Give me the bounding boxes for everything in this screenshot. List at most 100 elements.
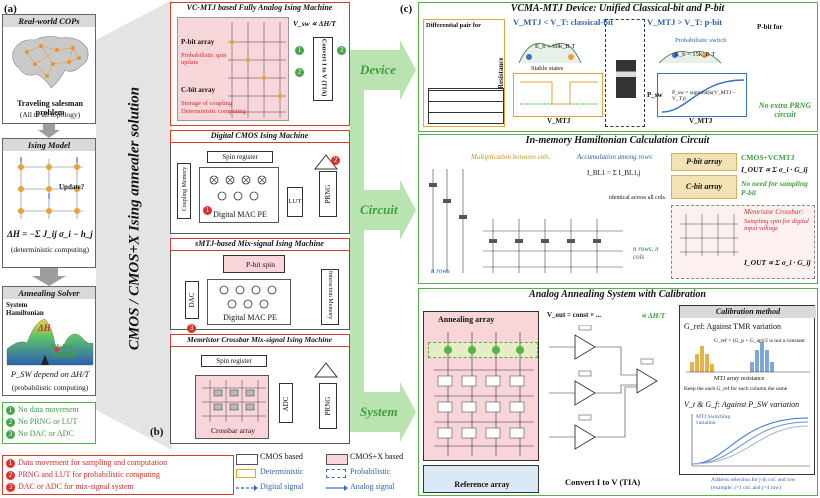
crossbar-label: Crossbar array [211,426,255,435]
pbit-spin-box: P-bit spin [223,255,285,273]
vmtj-label-2: V_MTJ [689,117,713,125]
coupling-memory: Coupling Memory [177,163,191,219]
resistance-plot [513,73,603,117]
sampling-spin-label: Sampling spin for digital input voltage [744,218,809,232]
tia-label: Convert I to V (TIA) [320,38,328,97]
vt-title: V_t & G_f: Against P_SW variation [684,400,800,409]
cbit-array-chip: C-bit array [671,175,737,199]
vcmtj-badge-3: 3 [337,41,349,59]
resistance-curve [520,81,598,105]
smtj-badge-3: 3 [187,319,199,337]
no-prng-label: No extra PRNG circuit [758,101,812,119]
ibl-formula: I_BL1 = Σ I_BL1,j [587,169,641,177]
world-map-icon [12,36,89,89]
classical-cond: V_MTJ < V_T: classical-bit [513,17,614,27]
real-world-cops-box: Real-world COPs Traveling salesman probl… [2,14,96,124]
tsp-sub: (All to all topology) [19,110,81,119]
calibration-box: Calibration method G_ref: Against TMR va… [679,305,816,475]
eb-low: E_b < 15k_B T [675,51,716,58]
smtj-mac-pe: Digital MAC PE [207,279,291,325]
pbit-row [428,342,538,358]
legend-prob-label: Probabilistic [350,467,391,476]
legend-cmos-swatch [236,454,258,465]
mult-cols-label: Multiplication between cols. [471,153,551,161]
legend-digital-arrow [236,485,258,491]
cmos-vcmtj-label: CMOS+VCMTJ [741,153,795,162]
digital-cmos-box: Digital CMOS Ising Machine Spin register… [170,130,350,234]
gref-note: G_ref = (G_p + G_ap)/2 is not a constant [714,338,805,344]
legend-prob-swatch [326,469,346,478]
keep-gref-label: Keep the each G_ref for each column the … [684,386,788,392]
gref-histogram [686,342,810,373]
pbit-array-chip-label: P-bit array [686,157,722,166]
circuit-box: In-memory Hamiltonian Calculation Circui… [418,134,818,284]
smtj-title-bar [170,238,350,251]
digital-mac-pe: Digital MAC PE [199,167,279,223]
ising-formula: ΔH = −Σ J_ij σ_i − h_j [7,229,93,239]
annealing-grid [434,332,534,456]
vcmtj-grid [228,22,286,118]
energy-landscape-icon [6,318,94,366]
cbit-array-label: C-bit array [181,86,216,94]
gref-title: G_ref: Against TMR variation [684,322,781,331]
circuit-title: In-memory Hamiltonian Calculation Circui… [525,135,710,146]
pbit-cond: V_MTJ > V_T: p-bit [647,17,723,27]
digital-badge-1: 1 [203,201,215,219]
panel-c-label: (c) [400,3,413,15]
device-box: VCMA-MTJ Device: Unified Classical-bit a… [418,2,818,132]
no-need-label: No need for sampling P-bit [741,179,808,197]
memristor-title-bar [170,334,350,347]
iout-formula-2: I_OUT ∝ Σ σ_i · G_ij [744,258,811,267]
iout-formula: I_OUT ∝ Σ σ_i · G_ij [741,165,808,174]
arrow-circuit-label: Circuit [360,202,398,217]
memristor-compare-grid [680,214,738,256]
system-box: Analog Annealing System with Calibration… [418,288,818,496]
digital-title: Digital CMOS Ising Machine [210,131,309,140]
cbit-array-chip-label: C-bit array [685,182,723,191]
mtj-stack [616,60,636,98]
psw-axis-label: P_sw [647,91,663,99]
panel-a-label: (a) [4,3,17,15]
memristor-crossbar-label: Memristor Crossbar: [744,208,804,216]
calibration-method-label: Calibration method [680,306,816,318]
vsw-formula: V_sw ∝ ΔH/T [293,19,336,28]
global-optimal-label: Global optimal [51,342,76,359]
annealing-array-label: Annealing array [438,315,495,324]
system-title: Analog Annealing System with Calibration [529,289,706,300]
update-label: Update? [59,183,85,191]
interaction-memory-box: Interaction Memory [321,269,339,325]
vcmtj-machine-box: VC-MTJ based Fully Analog Ising Machine … [170,2,350,126]
psw-caption: P_SW depend on ΔH/T [10,369,90,379]
legend-det-swatch [236,469,256,478]
down-arrow-2 [32,268,66,286]
differential-pair-label: Differential pair for [426,22,481,29]
memristor-compare-box: Memristor Crossbar: Sampling spin for di… [671,205,815,279]
n-rows-label: n rows [431,267,450,275]
stable-states: Stable states [531,65,564,72]
address-example-label: (example: i=1 col. and j=4 row) [711,485,782,491]
digital-title-bar [170,130,350,143]
vcmtj-badge-1: 1 [295,41,307,59]
legend-box: CMOS based CMOS+X based Deterministic Pr… [236,452,412,496]
delta-h-label: ΔH [38,323,51,333]
digital-badge-2: 2 [331,151,343,169]
legend-cmos-label: CMOS based [260,452,303,461]
legend-digital-label: Digital signal [260,482,304,491]
vout-formula: V_out = const × ... [547,311,602,319]
memristor-machine-box: Memristor Crossbar Mix-signal Ising Mach… [170,334,350,444]
dh-t-label: ∝ ΔH/T [641,311,666,320]
spin-register: Spin register [207,151,273,163]
circuit-grid [429,169,623,273]
energy-well-classical [518,43,582,64]
smtj-title: sMTJ-based Mix-signal Ising Machine [195,239,324,248]
probabilistic-switch: Probabilistic switch [675,37,727,44]
annealing-solver-box: Annealing Solver System Hamiltonian ΔH G… [2,286,96,396]
pbit-for-label: P-bit for [757,23,783,31]
differential-pair-box: Differential pair for [423,19,505,127]
crossbar-grid [202,380,266,422]
